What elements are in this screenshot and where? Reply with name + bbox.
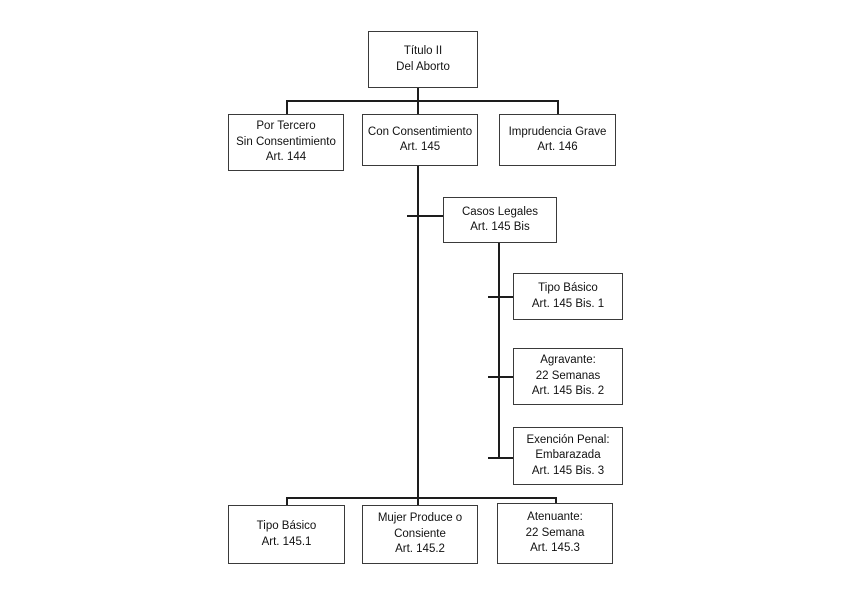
node-atenuante-145-3[interactable]: Atenuante: 22 Semana Art. 145.3 — [497, 503, 613, 564]
node-line: Art. 145 Bis — [470, 221, 530, 233]
node-line: Casos Legales — [461, 205, 539, 218]
node-line: Exención Penal: — [526, 433, 610, 446]
node-line: Agravante: — [540, 354, 596, 367]
node-line: 22 Semana — [525, 526, 585, 539]
connector-main-spine — [417, 166, 419, 497]
connector-root-stem — [417, 88, 419, 101]
connector-casos-legales-stem — [498, 243, 500, 250]
node-tipo-basico-145-bis-1[interactable]: Tipo Básico Art. 145 Bis. 1 — [513, 273, 623, 320]
connector-drop-imprudencia — [557, 100, 559, 114]
node-line: Art. 145.3 — [530, 542, 580, 555]
node-line: Mujer Produce o — [377, 512, 463, 525]
node-line: Art. 145.2 — [395, 543, 445, 556]
node-agravante-145-bis-2[interactable]: Agravante: 22 Semanas Art. 145 Bis. 2 — [513, 348, 623, 405]
connector-tick-bis2 — [488, 376, 514, 378]
connector-tick-bis1 — [488, 296, 514, 298]
node-mujer-produce-o-consiente-145-2[interactable]: Mujer Produce o Consiente Art. 145.2 — [362, 505, 478, 564]
node-line: Por Tercero — [256, 120, 316, 133]
node-line: Con Consentimiento — [367, 125, 473, 138]
node-line: Sin Consentimiento — [236, 135, 336, 148]
node-line: Embarazada — [535, 449, 601, 462]
node-por-tercero-sin-consentimiento[interactable]: Por Tercero Sin Consentimiento Art. 144 — [228, 114, 344, 171]
node-line: Consiente — [394, 527, 446, 540]
node-casos-legales[interactable]: Casos Legales Art. 145 Bis — [443, 197, 557, 243]
connector-casos-legales-spine — [498, 250, 500, 458]
connector-tick-bis3 — [488, 457, 514, 459]
node-line: Tipo Básico — [256, 520, 317, 532]
node-line: 22 Semanas — [535, 369, 601, 382]
connector-drop-mujer-produce — [417, 497, 419, 506]
node-exencion-penal-145-bis-3[interactable]: Exención Penal: Embarazada Art. 145 Bis.… — [513, 427, 623, 485]
node-line: Título II — [403, 45, 443, 57]
node-imprudencia-grave[interactable]: Imprudencia Grave Art. 146 — [499, 114, 616, 166]
connector-drop-tipo-basico-1451 — [286, 497, 288, 506]
node-line: Art. 145 Bis. 3 — [531, 464, 605, 477]
node-line: Art. 145.1 — [261, 535, 312, 548]
node-line: Tipo Básico — [538, 282, 598, 294]
connector-drop-atenuante — [555, 497, 557, 504]
node-line: Del Aborto — [396, 60, 450, 73]
node-con-consentimiento[interactable]: Con Consentimiento Art. 145 — [362, 114, 478, 166]
node-line: Imprudencia Grave — [508, 125, 607, 138]
node-line: Atenuante: — [527, 511, 583, 524]
node-line: Art. 145 Bis. 1 — [531, 297, 605, 310]
connector-drop-con-consentimiento — [417, 100, 419, 114]
connector-tick-casos-legales — [407, 215, 444, 217]
node-line: Art. 145 — [399, 141, 441, 153]
node-line: Art. 144 — [265, 151, 307, 164]
node-tipo-basico-145-1[interactable]: Tipo Básico Art. 145.1 — [228, 505, 345, 564]
node-titulo-ii-del-aborto[interactable]: Título II Del Aborto — [368, 31, 478, 88]
connector-bottom-bus — [286, 497, 556, 499]
connector-drop-por-tercero — [286, 100, 288, 114]
node-line: Art. 145 Bis. 2 — [531, 385, 605, 398]
connector-row2-bus — [286, 100, 558, 102]
node-line: Art. 146 — [537, 141, 578, 153]
